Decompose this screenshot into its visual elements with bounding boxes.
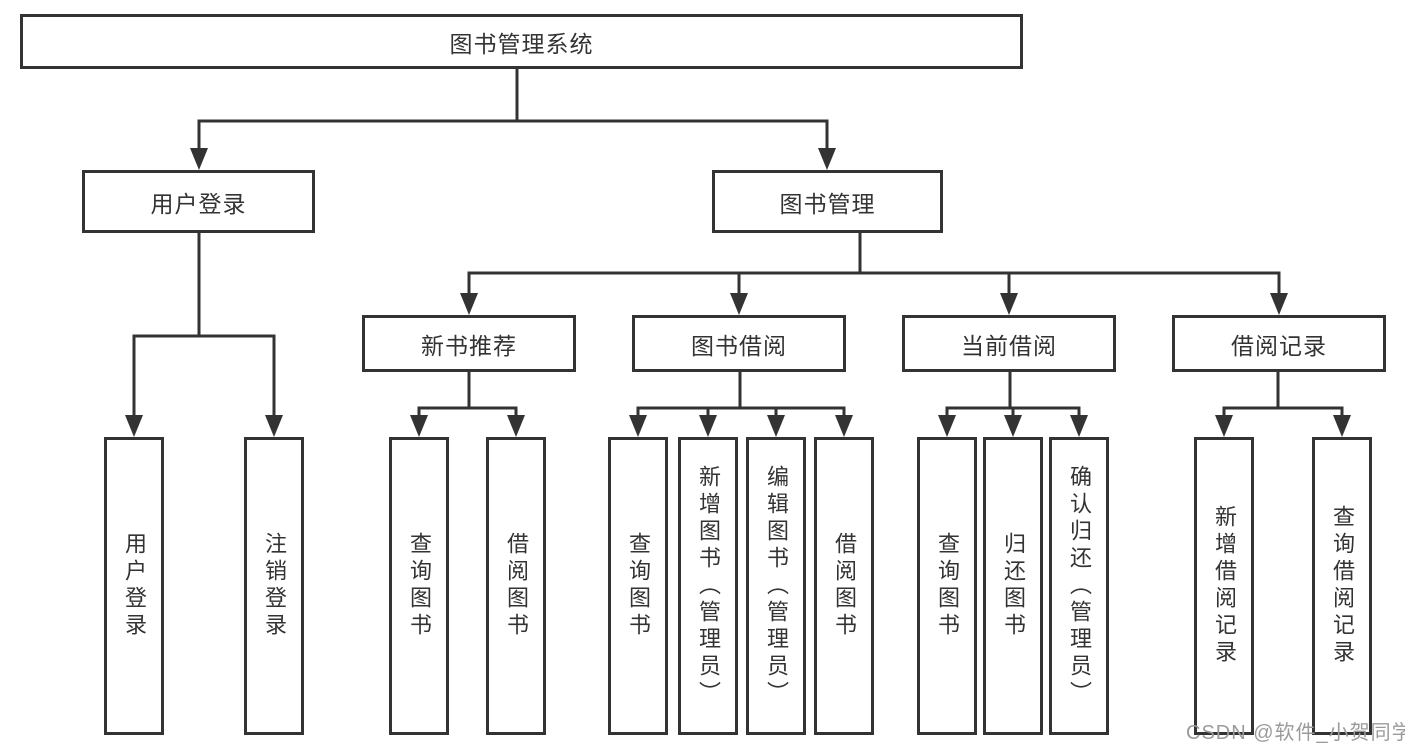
- node-root: 图书管理系统: [20, 14, 1023, 69]
- node-user-login-label: 用户登录: [150, 190, 247, 217]
- leaf-logout: 注销登录: [244, 437, 304, 735]
- leaf-query-borrow-record: 查询借阅记录: [1312, 437, 1372, 735]
- node-borrow-records-label: 借阅记录: [1231, 332, 1327, 359]
- leaf-query-books-recommend: 查询图书: [389, 437, 449, 735]
- node-user-login: 用户登录: [82, 170, 315, 233]
- leaf-edit-books-admin: 编辑图书（管理员）: [746, 437, 806, 735]
- leaf-query-books-borrow: 查询图书: [608, 437, 668, 735]
- leaf-borrow-books-recommend: 借阅图书: [486, 437, 546, 735]
- leaf-query-books-current: 查询图书: [917, 437, 977, 735]
- node-book-borrow: 图书借阅: [632, 315, 846, 372]
- leaf-user-login-label: 用户登录: [122, 532, 147, 640]
- node-book-management-label: 图书管理: [779, 190, 876, 217]
- arrowheads: [125, 148, 1351, 437]
- leaf-confirm-return-admin-label: 确认归还（管理员）: [1067, 464, 1092, 708]
- leaf-return-books: 归还图书: [983, 437, 1043, 735]
- csdn-watermark: CSDN @软件_小贺同学: [1186, 722, 1405, 744]
- node-new-book-recommend-label: 新书推荐: [421, 332, 517, 359]
- leaf-add-borrow-record-label: 新增借阅记录: [1212, 505, 1237, 667]
- leaf-confirm-return-admin: 确认归还（管理员）: [1049, 437, 1109, 735]
- leaf-add-books-admin-label: 新增图书（管理员）: [696, 464, 721, 708]
- leaf-borrow-books: 借阅图书: [814, 437, 874, 735]
- leaf-query-borrow-record-label: 查询借阅记录: [1330, 505, 1355, 667]
- node-root-label: 图书管理系统: [449, 30, 594, 57]
- leaf-query-books-borrow-label: 查询图书: [626, 532, 651, 640]
- leaf-return-books-label: 归还图书: [1001, 532, 1026, 640]
- leaf-borrow-books-recommend-label: 借阅图书: [504, 532, 529, 640]
- node-borrow-records: 借阅记录: [1172, 315, 1386, 372]
- leaf-borrow-books-label: 借阅图书: [832, 532, 857, 640]
- node-new-book-recommend: 新书推荐: [362, 315, 576, 372]
- node-book-management: 图书管理: [712, 170, 943, 233]
- leaf-logout-label: 注销登录: [262, 532, 287, 640]
- leaf-query-books-current-label: 查询图书: [935, 532, 960, 640]
- node-book-borrow-label: 图书借阅: [691, 332, 787, 359]
- leaf-add-borrow-record: 新增借阅记录: [1194, 437, 1254, 735]
- leaf-query-books-recommend-label: 查询图书: [407, 532, 432, 640]
- leaf-add-books-admin: 新增图书（管理员）: [678, 437, 738, 735]
- node-current-borrow: 当前借阅: [902, 315, 1116, 372]
- leaf-user-login: 用户登录: [104, 437, 164, 735]
- leaf-edit-books-admin-label: 编辑图书（管理员）: [764, 464, 789, 708]
- node-current-borrow-label: 当前借阅: [961, 332, 1057, 359]
